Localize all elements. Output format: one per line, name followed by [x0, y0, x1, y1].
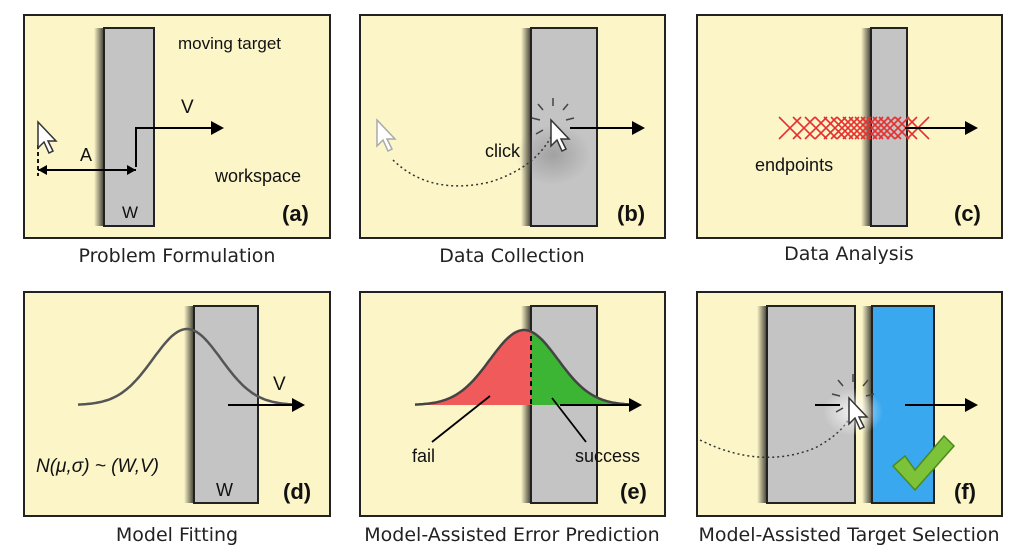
normal-curve	[414, 328, 635, 406]
endpoint-mark	[848, 116, 872, 140]
click-burst-icon	[831, 374, 875, 413]
arrowhead-icon	[292, 398, 305, 412]
panel-b: click (b)	[359, 14, 666, 239]
normal-curve	[77, 327, 301, 406]
endpoint-mark	[886, 116, 910, 140]
arrowhead-icon	[965, 121, 978, 135]
width-label: W	[122, 203, 138, 222]
panel-b-frame	[359, 14, 666, 239]
endpoint-mark	[860, 116, 884, 140]
cursor-icon	[37, 120, 58, 155]
checkmark-icon	[891, 434, 956, 492]
caption-data-analysis: Data Analysis	[784, 243, 914, 265]
endpoint-mark	[830, 116, 854, 140]
workspace-label: workspace	[214, 166, 301, 186]
arrowhead-icon	[965, 398, 978, 412]
target-shadow	[184, 306, 194, 503]
click-glow	[515, 125, 591, 185]
panel-tag: (b)	[617, 201, 645, 226]
panel-c: endpoints (c)	[696, 14, 1003, 239]
success-region	[531, 331, 636, 405]
panel-e: fail success (e)	[359, 291, 666, 517]
velocity-label: V	[273, 374, 286, 395]
caption-model-fitting: Model Fitting	[115, 524, 239, 546]
panel-f: (f)	[696, 291, 1003, 517]
panel-a: moving target V A workspace W (a)	[23, 14, 331, 239]
panel-tag: (d)	[283, 479, 311, 504]
endpoint-mark	[854, 116, 878, 140]
endpoint-mark	[814, 116, 838, 140]
arrowhead-icon	[211, 121, 224, 135]
click-label: click	[485, 141, 521, 161]
cursor-icon	[848, 396, 869, 431]
model-formula: N(μ,σ) ~ (W,V)	[36, 456, 159, 477]
endpoint-mark	[823, 116, 847, 140]
width-label: W	[216, 480, 233, 500]
success-pointer	[551, 397, 587, 443]
trajectory-path	[392, 134, 553, 187]
endpoint-mark	[866, 116, 890, 140]
amplitude-label: A	[80, 145, 92, 165]
moving-target-label: moving target	[178, 34, 281, 53]
fail-region	[415, 330, 531, 405]
caption-target-selection: Model-Assisted Target Selection	[698, 524, 1000, 546]
cursor-icon	[550, 118, 571, 153]
endpoints-label: endpoints	[755, 155, 833, 175]
endpoint-mark	[842, 116, 866, 140]
endpoint-mark	[836, 116, 860, 140]
arrowhead-icon	[632, 121, 645, 135]
endpoint-mark	[878, 116, 902, 140]
caption-problem-formulation: Problem Formulation	[78, 245, 276, 267]
panel-a-frame	[23, 14, 331, 239]
target-shadow	[757, 306, 767, 503]
velocity-label: V	[181, 97, 194, 118]
panel-tag: (a)	[282, 201, 309, 226]
target-shadow	[521, 28, 531, 226]
panel-d: V N(μ,σ) ~ (W,V) W (d)	[23, 291, 331, 517]
click-burst-icon	[531, 98, 575, 135]
arrowhead-left-icon	[38, 165, 47, 175]
trajectory-path	[699, 411, 853, 459]
endpoint-mark	[804, 116, 828, 140]
fail-label: fail	[412, 446, 435, 466]
endpoint-mark	[792, 116, 816, 140]
panel-tag: (f)	[954, 479, 976, 504]
arrowhead-right-icon	[127, 165, 136, 175]
caption-error-prediction: Model-Assisted Error Prediction	[364, 524, 660, 546]
cursor-start-icon	[376, 118, 397, 153]
panel-tag: (e)	[620, 479, 647, 504]
fail-pointer	[431, 395, 491, 443]
target-shadow	[94, 28, 104, 226]
panel-tag: (c)	[954, 201, 981, 226]
arrowhead-icon	[629, 398, 642, 412]
endpoint-markers	[778, 116, 930, 140]
caption-data-collection: Data Collection	[439, 245, 585, 267]
success-label: success	[575, 446, 640, 466]
